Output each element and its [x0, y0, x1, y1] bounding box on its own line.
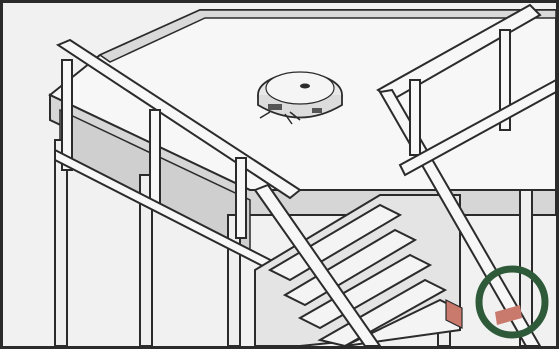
illustration-frame	[0, 0, 559, 349]
illustration-canvas	[0, 0, 559, 349]
